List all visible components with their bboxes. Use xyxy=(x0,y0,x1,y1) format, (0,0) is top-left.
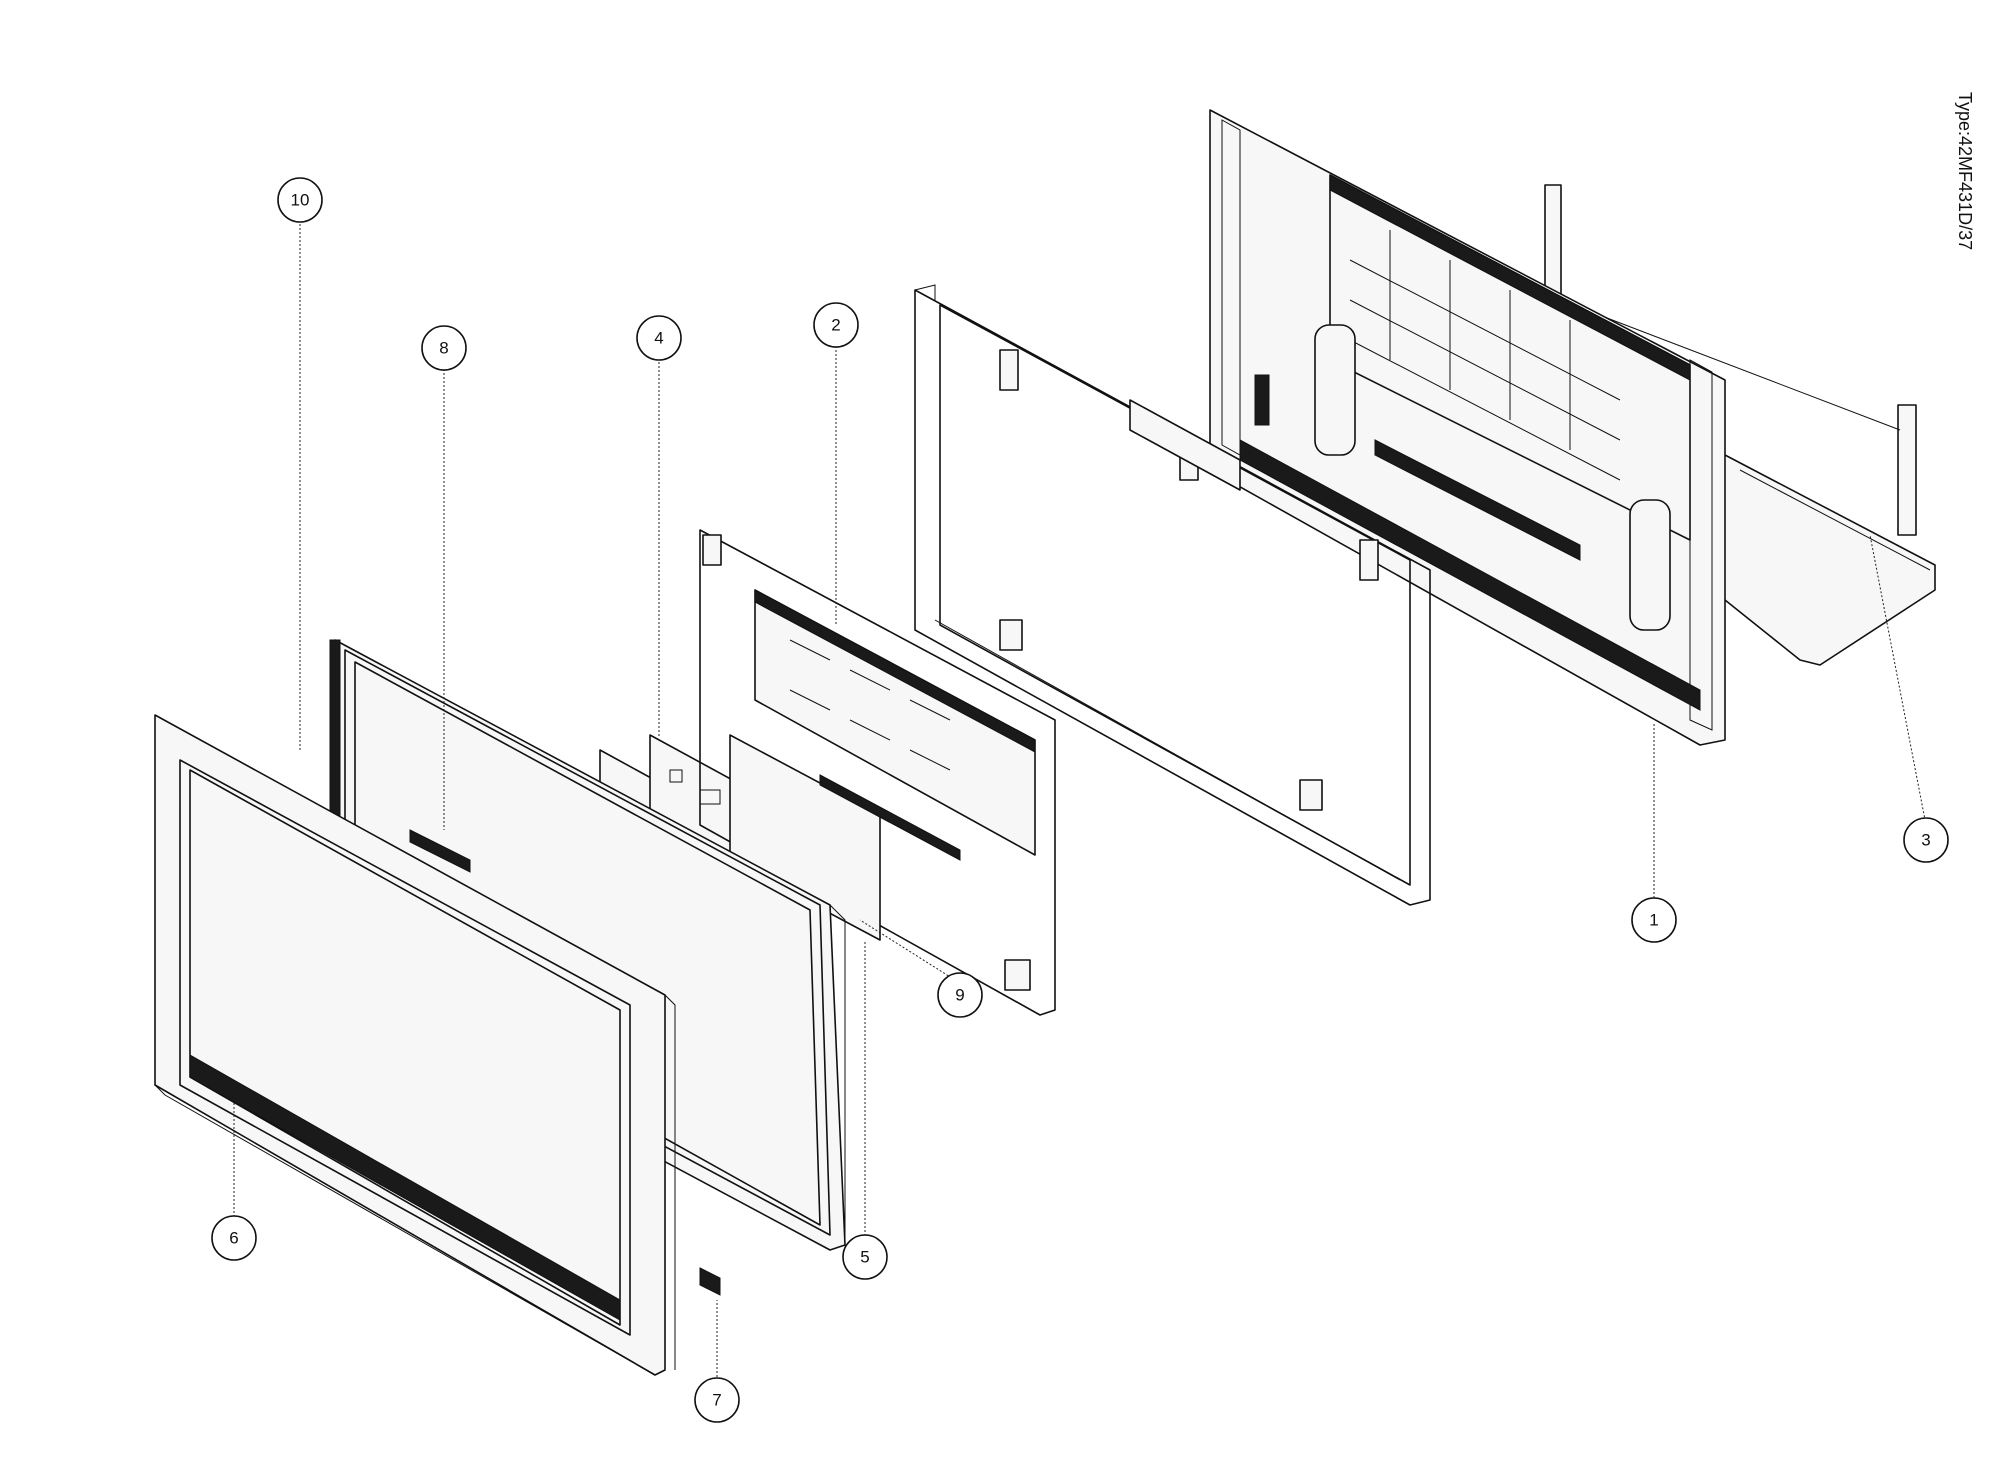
rear-cabinet xyxy=(1209,109,1726,746)
callout-10: 10 xyxy=(277,177,323,223)
stand-base xyxy=(1544,184,1936,666)
callout-10-label: 10 xyxy=(291,191,310,210)
callout-4-label: 4 xyxy=(654,329,663,348)
callout-8-label: 8 xyxy=(439,339,448,358)
leader-lines xyxy=(233,220,1927,1385)
callout-9: 9 xyxy=(937,972,983,1018)
callout-1-label: 1 xyxy=(1649,911,1658,930)
main-board-bracket xyxy=(699,529,1056,1016)
callout-3-label: 3 xyxy=(1921,831,1930,850)
callout-9-label: 9 xyxy=(955,986,964,1005)
small-clip xyxy=(699,1267,721,1296)
logo-badge xyxy=(409,829,471,873)
callout-4: 4 xyxy=(636,315,682,361)
callout-7: 7 xyxy=(694,1377,740,1423)
callout-6: 6 xyxy=(211,1215,257,1261)
callout-1: 1 xyxy=(1631,897,1677,943)
callout-2-label: 2 xyxy=(831,316,840,335)
callout-5-label: 5 xyxy=(860,1248,869,1267)
callout-7-label: 7 xyxy=(712,1391,721,1410)
callout-6-label: 6 xyxy=(229,1229,238,1248)
callout-8: 8 xyxy=(421,325,467,371)
chassis-frame xyxy=(914,284,1431,906)
callout-2: 2 xyxy=(813,302,859,348)
callout-3: 3 xyxy=(1903,817,1949,863)
front-bezel xyxy=(154,714,676,1376)
callout-5: 5 xyxy=(842,1234,888,1280)
